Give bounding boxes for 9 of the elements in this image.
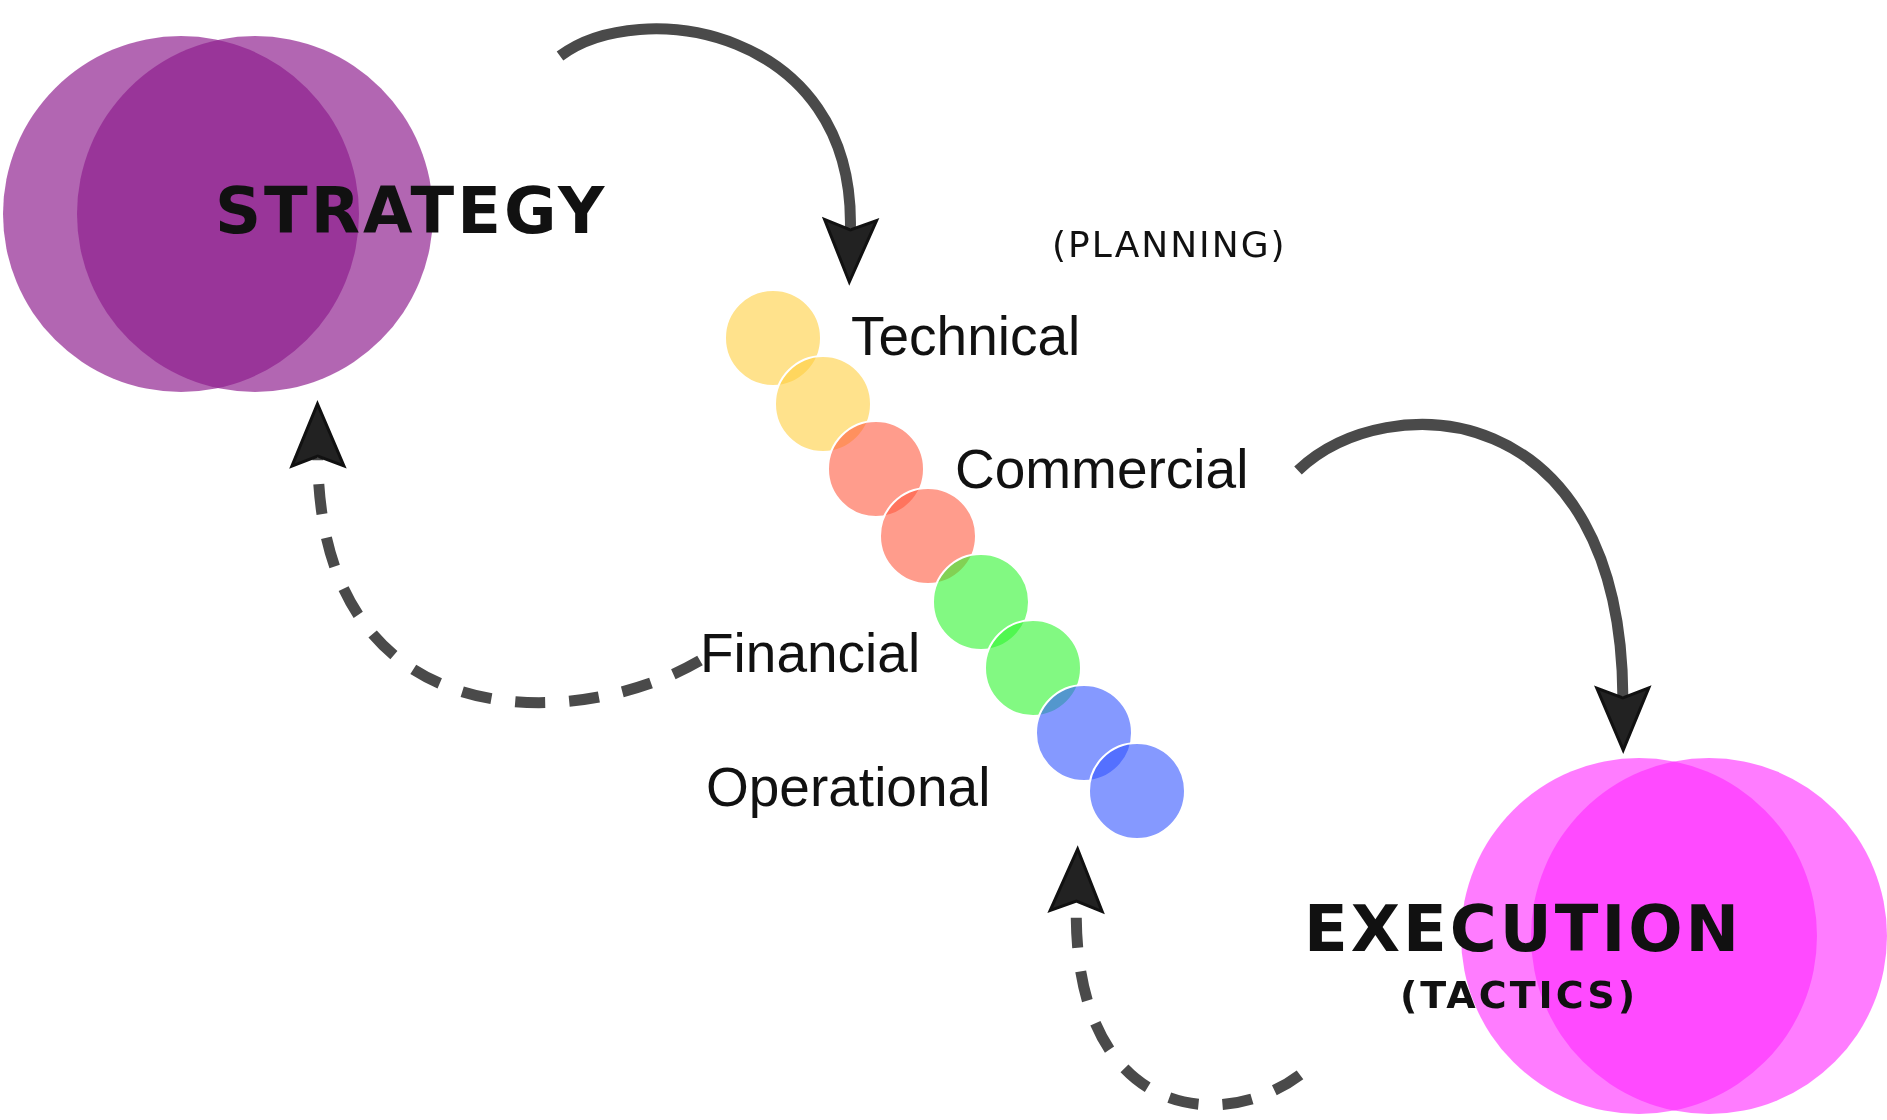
curved-arrow xyxy=(1294,419,1650,752)
category-label: Technical xyxy=(851,304,1081,369)
annotation-label: (PLANNING) xyxy=(1052,224,1287,265)
category-label: Operational xyxy=(706,755,991,820)
category-label: Commercial xyxy=(955,437,1249,502)
category-label: Financial xyxy=(700,621,921,686)
dashed-arrow xyxy=(1049,847,1303,1111)
dashed-arrow xyxy=(291,402,703,708)
curved-arrow xyxy=(557,23,878,284)
